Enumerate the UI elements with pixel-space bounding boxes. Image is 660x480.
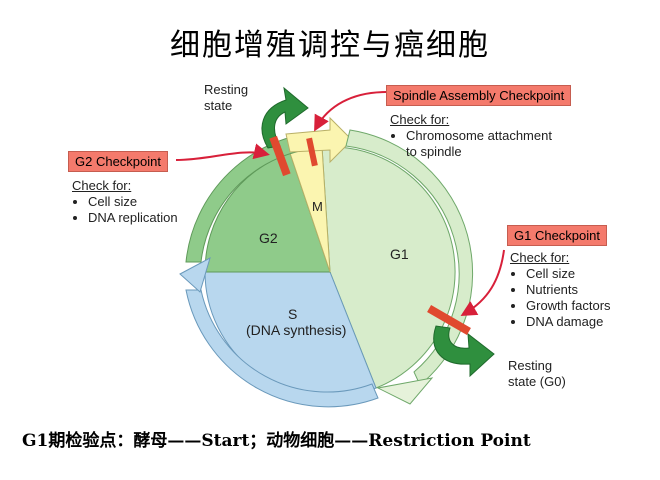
g1-ring-arrowhead [376, 377, 434, 405]
spindle-pointer [314, 91, 387, 132]
g1-sector [321, 146, 456, 389]
g1-check-item: Growth factors [526, 298, 611, 314]
resting-state-bottom: Resting state (G0) [508, 358, 566, 389]
s-ring-arrowhead [179, 256, 211, 293]
g2-pointer [175, 143, 270, 161]
g1-pointer [460, 249, 505, 317]
slide-title: 细胞增殖调控与癌细胞 [170, 28, 490, 63]
footer-note: G1期检验点：酵母——Start；动物细胞——Restriction Point [22, 431, 531, 451]
spindle-check-item: Chromosome attachment [406, 128, 552, 144]
g2-check-item: Cell size [88, 194, 178, 210]
g2-checkpoint-box: G2 Checkpoint [68, 151, 168, 172]
phase-label-g2: G2 [259, 230, 278, 246]
phase-label-s: S [288, 306, 298, 322]
spindle-checkpoint-box: Spindle Assembly Checkpoint [386, 85, 572, 106]
spindle-checkpoint-bar [306, 137, 318, 167]
g1-check-item: DNA damage [526, 314, 611, 330]
g2-check-for: Check for: Cell size DNA replication [72, 178, 178, 226]
g1-checkpoint-box: G1 Checkpoint [507, 225, 607, 246]
resting-arrow-bottom [433, 325, 495, 378]
g1-check-item: Cell size [526, 266, 611, 282]
resting-state-top: Resting state [204, 82, 249, 113]
g1-checkpoint-bar [427, 305, 471, 335]
m-ring-arrow [285, 116, 353, 164]
g1-check-item: Nutrients [526, 282, 611, 298]
phase-label-s-sub: (DNA synthesis) [246, 322, 347, 338]
spindle-check-item: to spindle [406, 144, 462, 159]
phase-label-g1: G1 [390, 246, 409, 262]
g1-check-for: Check for: Cell size Nutrients Growth fa… [510, 250, 611, 330]
s-ring-arrow [185, 289, 379, 408]
spindle-check-for: Check for: Chromosome attachment to spin… [390, 112, 552, 160]
resting-arrow-top [261, 86, 309, 149]
g2-check-item: DNA replication [88, 210, 178, 226]
g2-checkpoint-bar [269, 135, 291, 177]
phase-label-m: M [312, 199, 323, 214]
